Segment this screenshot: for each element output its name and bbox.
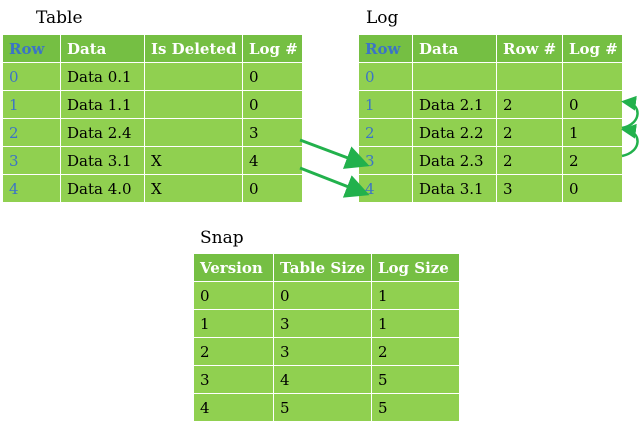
arrow-table-row3-to-log-row4 <box>299 166 370 198</box>
log-header-cell: Row <box>358 34 413 63</box>
table-cell <box>144 118 243 147</box>
log-cell <box>496 62 563 91</box>
snap-cell: 5 <box>371 365 460 394</box>
log-cell: 1 <box>358 90 413 119</box>
snap-cell: 0 <box>193 281 274 310</box>
log-cell: 0 <box>562 90 623 119</box>
log-cell: 2 <box>562 146 623 175</box>
table-cell <box>144 90 243 119</box>
log-cell <box>562 62 623 91</box>
snap-cell: 5 <box>273 393 372 422</box>
log-header-cell: Log # <box>562 34 623 63</box>
snap-cell: 1 <box>371 309 460 338</box>
snap-cell: 5 <box>371 393 460 422</box>
snap-cell: 4 <box>273 365 372 394</box>
snap-cell: 3 <box>273 309 372 338</box>
log-cell <box>412 62 497 91</box>
snap-cell: 1 <box>371 281 460 310</box>
snap-cell: 1 <box>193 309 274 338</box>
log-cell: 2 <box>496 90 563 119</box>
log-row: 0 <box>358 62 623 91</box>
log-cell: Data 3.1 <box>412 174 497 203</box>
log-cell: Data 2.2 <box>412 118 497 147</box>
snap-cell: 4 <box>193 393 274 422</box>
table-cell: 3 <box>2 146 61 175</box>
table-cell: 3 <box>242 118 303 147</box>
table-cell: X <box>144 146 243 175</box>
table-header-cell: Is Deleted <box>144 34 243 63</box>
table-cell: Data 3.1 <box>60 146 145 175</box>
table-header-cell: Row <box>2 34 61 63</box>
log-cell: Data 2.1 <box>412 90 497 119</box>
table-cell: Data 4.0 <box>60 174 145 203</box>
table-cell: Data 0.1 <box>60 62 145 91</box>
snap-cell: 0 <box>273 281 372 310</box>
table-cell: Data 2.4 <box>60 118 145 147</box>
arrow-log-row2-to-row1 <box>621 95 639 130</box>
table-cell <box>144 62 243 91</box>
table-cell: 4 <box>2 174 61 203</box>
arrow-table-row2-to-log-row3 <box>299 138 370 169</box>
arrow-log-row3-to-row2 <box>621 123 639 158</box>
log-cell: 2 <box>358 118 413 147</box>
table-cell: 0 <box>242 174 303 203</box>
snap-header-cell: Table Size <box>273 253 372 282</box>
table-header-cell: Log # <box>242 34 303 63</box>
table-cell: X <box>144 174 243 203</box>
snap-cell: 2 <box>371 337 460 366</box>
table-caption: Table <box>36 8 83 28</box>
log-cell: 1 <box>562 118 623 147</box>
log-header-cell: Data <box>412 34 497 63</box>
log-cell: Data 2.3 <box>412 146 497 175</box>
table-cell: 1 <box>2 90 61 119</box>
snap-caption: Snap <box>200 228 244 248</box>
snap-header-cell: Version <box>193 253 274 282</box>
snap-header-cell: Log Size <box>371 253 460 282</box>
log-cell: 0 <box>358 62 413 91</box>
table-cell: 4 <box>242 146 303 175</box>
log-caption: Log <box>366 8 399 28</box>
table-cell: 0 <box>242 62 303 91</box>
log-cell: 0 <box>562 174 623 203</box>
log-header-cell: Row # <box>496 34 563 63</box>
snap-cell: 3 <box>273 337 372 366</box>
